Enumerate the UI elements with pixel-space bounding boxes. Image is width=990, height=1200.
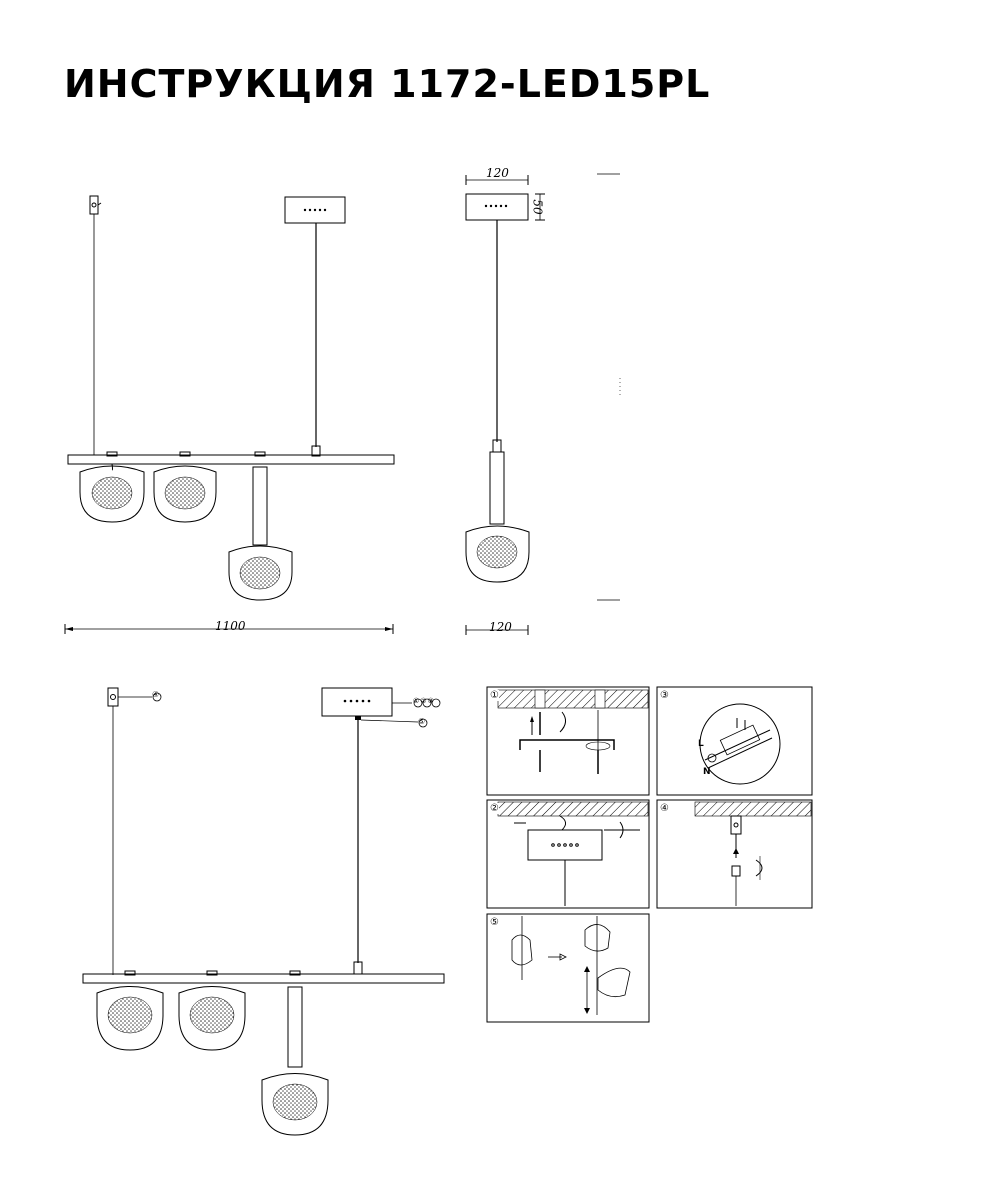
step-3-number: ③	[660, 690, 669, 701]
step-panel-1	[486, 686, 650, 796]
front-view	[64, 195, 395, 634]
step-5-number: ⑤	[490, 917, 499, 928]
step-1-number: ①	[490, 690, 499, 701]
dimension-total-width: 1100	[215, 619, 246, 633]
side-view	[465, 173, 621, 635]
step-2-number: ②	[490, 803, 499, 814]
hook-callout-marker: ④	[152, 690, 160, 699]
step-panel-5	[486, 913, 650, 1023]
page-title: ИНСТРУКЦИЯ 1172-LED15PL	[64, 62, 711, 106]
wire-label-neutral: N	[703, 767, 711, 777]
dimension-shade-width: 120	[489, 620, 512, 634]
step-panel-3	[656, 686, 813, 796]
canopy-callout-markers: ①②③	[413, 697, 435, 705]
canopy-bottom-callout-marker: ⑤	[418, 717, 426, 726]
wire-label-line: L	[698, 739, 704, 749]
step-4-number: ④	[660, 803, 669, 814]
step-panel-2	[486, 799, 650, 909]
step-panel-4	[656, 799, 813, 909]
dimension-canopy-width: 120	[486, 166, 509, 180]
assembly-view	[82, 687, 445, 1136]
